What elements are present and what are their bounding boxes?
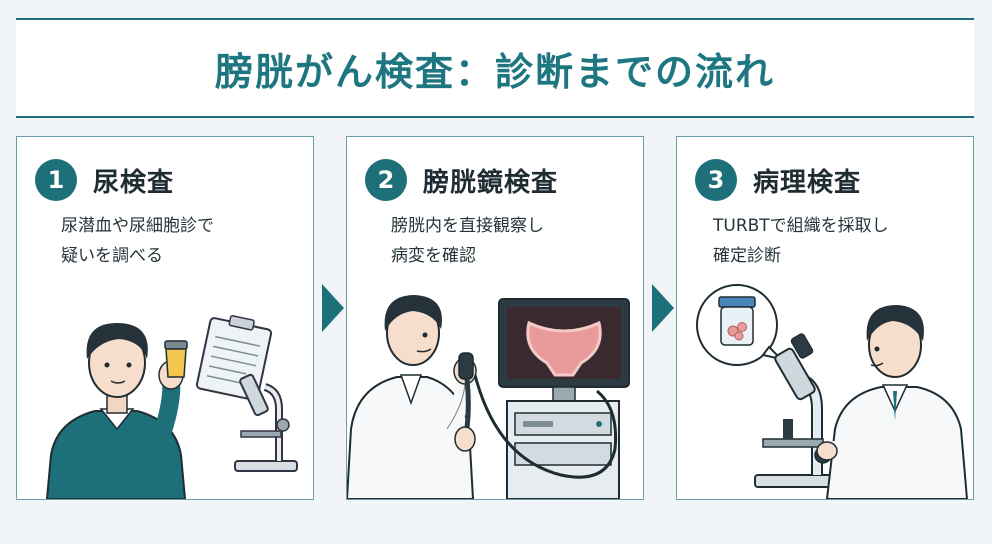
microscope-icon: [754, 333, 846, 488]
step-title: 膀胱鏡検査: [423, 167, 559, 198]
specimen-jar-bubble: [696, 284, 785, 366]
step-description-line: 確定診断: [713, 246, 781, 266]
urine-cup-icon: [164, 340, 188, 378]
step-number-badge: 3: [695, 159, 737, 201]
step-header: 3 病理検査: [695, 159, 861, 201]
pathologist-microscope-illustration: [696, 284, 969, 499]
doctor-cystoscopy-illustration: [347, 295, 630, 499]
step-description-line: 病変を確認: [391, 246, 476, 266]
microscope-icon: [234, 373, 298, 472]
patient-urine-cup-illustration: [45, 315, 298, 499]
next-step-arrow-icon: [322, 284, 344, 332]
step-description: TURBTで組織を採取し 確定診断: [713, 211, 953, 271]
specimen-jar-icon: [718, 296, 756, 346]
title-banner: 膀胱がん検査：診断までの流れ: [16, 18, 974, 118]
step-panel-pathology: 3 病理検査 TURBTで組織を採取し 確定診断: [676, 136, 974, 500]
next-step-arrow-icon: [652, 284, 674, 332]
step-description-line: TURBTで組織を採取し: [713, 216, 889, 236]
step-title: 病理検査: [753, 167, 862, 198]
monitor-icon: [498, 298, 630, 402]
equipment-cart-icon: [506, 400, 620, 499]
step-description: 尿潜血や尿細胞診で 疑いを調べる: [61, 211, 301, 271]
clipboard-icon: [195, 315, 273, 401]
step-number-badge: 1: [35, 159, 77, 201]
step-title: 尿検査: [93, 167, 175, 198]
step-header: 2 膀胱鏡検査: [365, 159, 558, 201]
patient-figure: [45, 323, 188, 499]
step-panel-urinalysis: 1 尿検査 尿潜血や尿細胞診で 疑いを調べる: [16, 136, 314, 500]
pathologist-figure: [816, 305, 969, 499]
step-description-line: 尿潜血や尿細胞診で: [61, 216, 214, 236]
step-header: 1 尿検査: [35, 159, 174, 201]
doctor-figure: [347, 295, 477, 499]
step-description-line: 膀胱内を直接観察し: [391, 216, 544, 236]
step-number-badge: 2: [365, 159, 407, 201]
step-panel-cystoscopy: 2 膀胱鏡検査 膀胱内を直接観察し 病変を確認: [346, 136, 644, 500]
step-description: 膀胱内を直接観察し 病変を確認: [391, 211, 631, 271]
step-description-line: 疑いを調べる: [61, 246, 163, 266]
page-title: 膀胱がん検査：診断までの流れ: [214, 49, 775, 94]
